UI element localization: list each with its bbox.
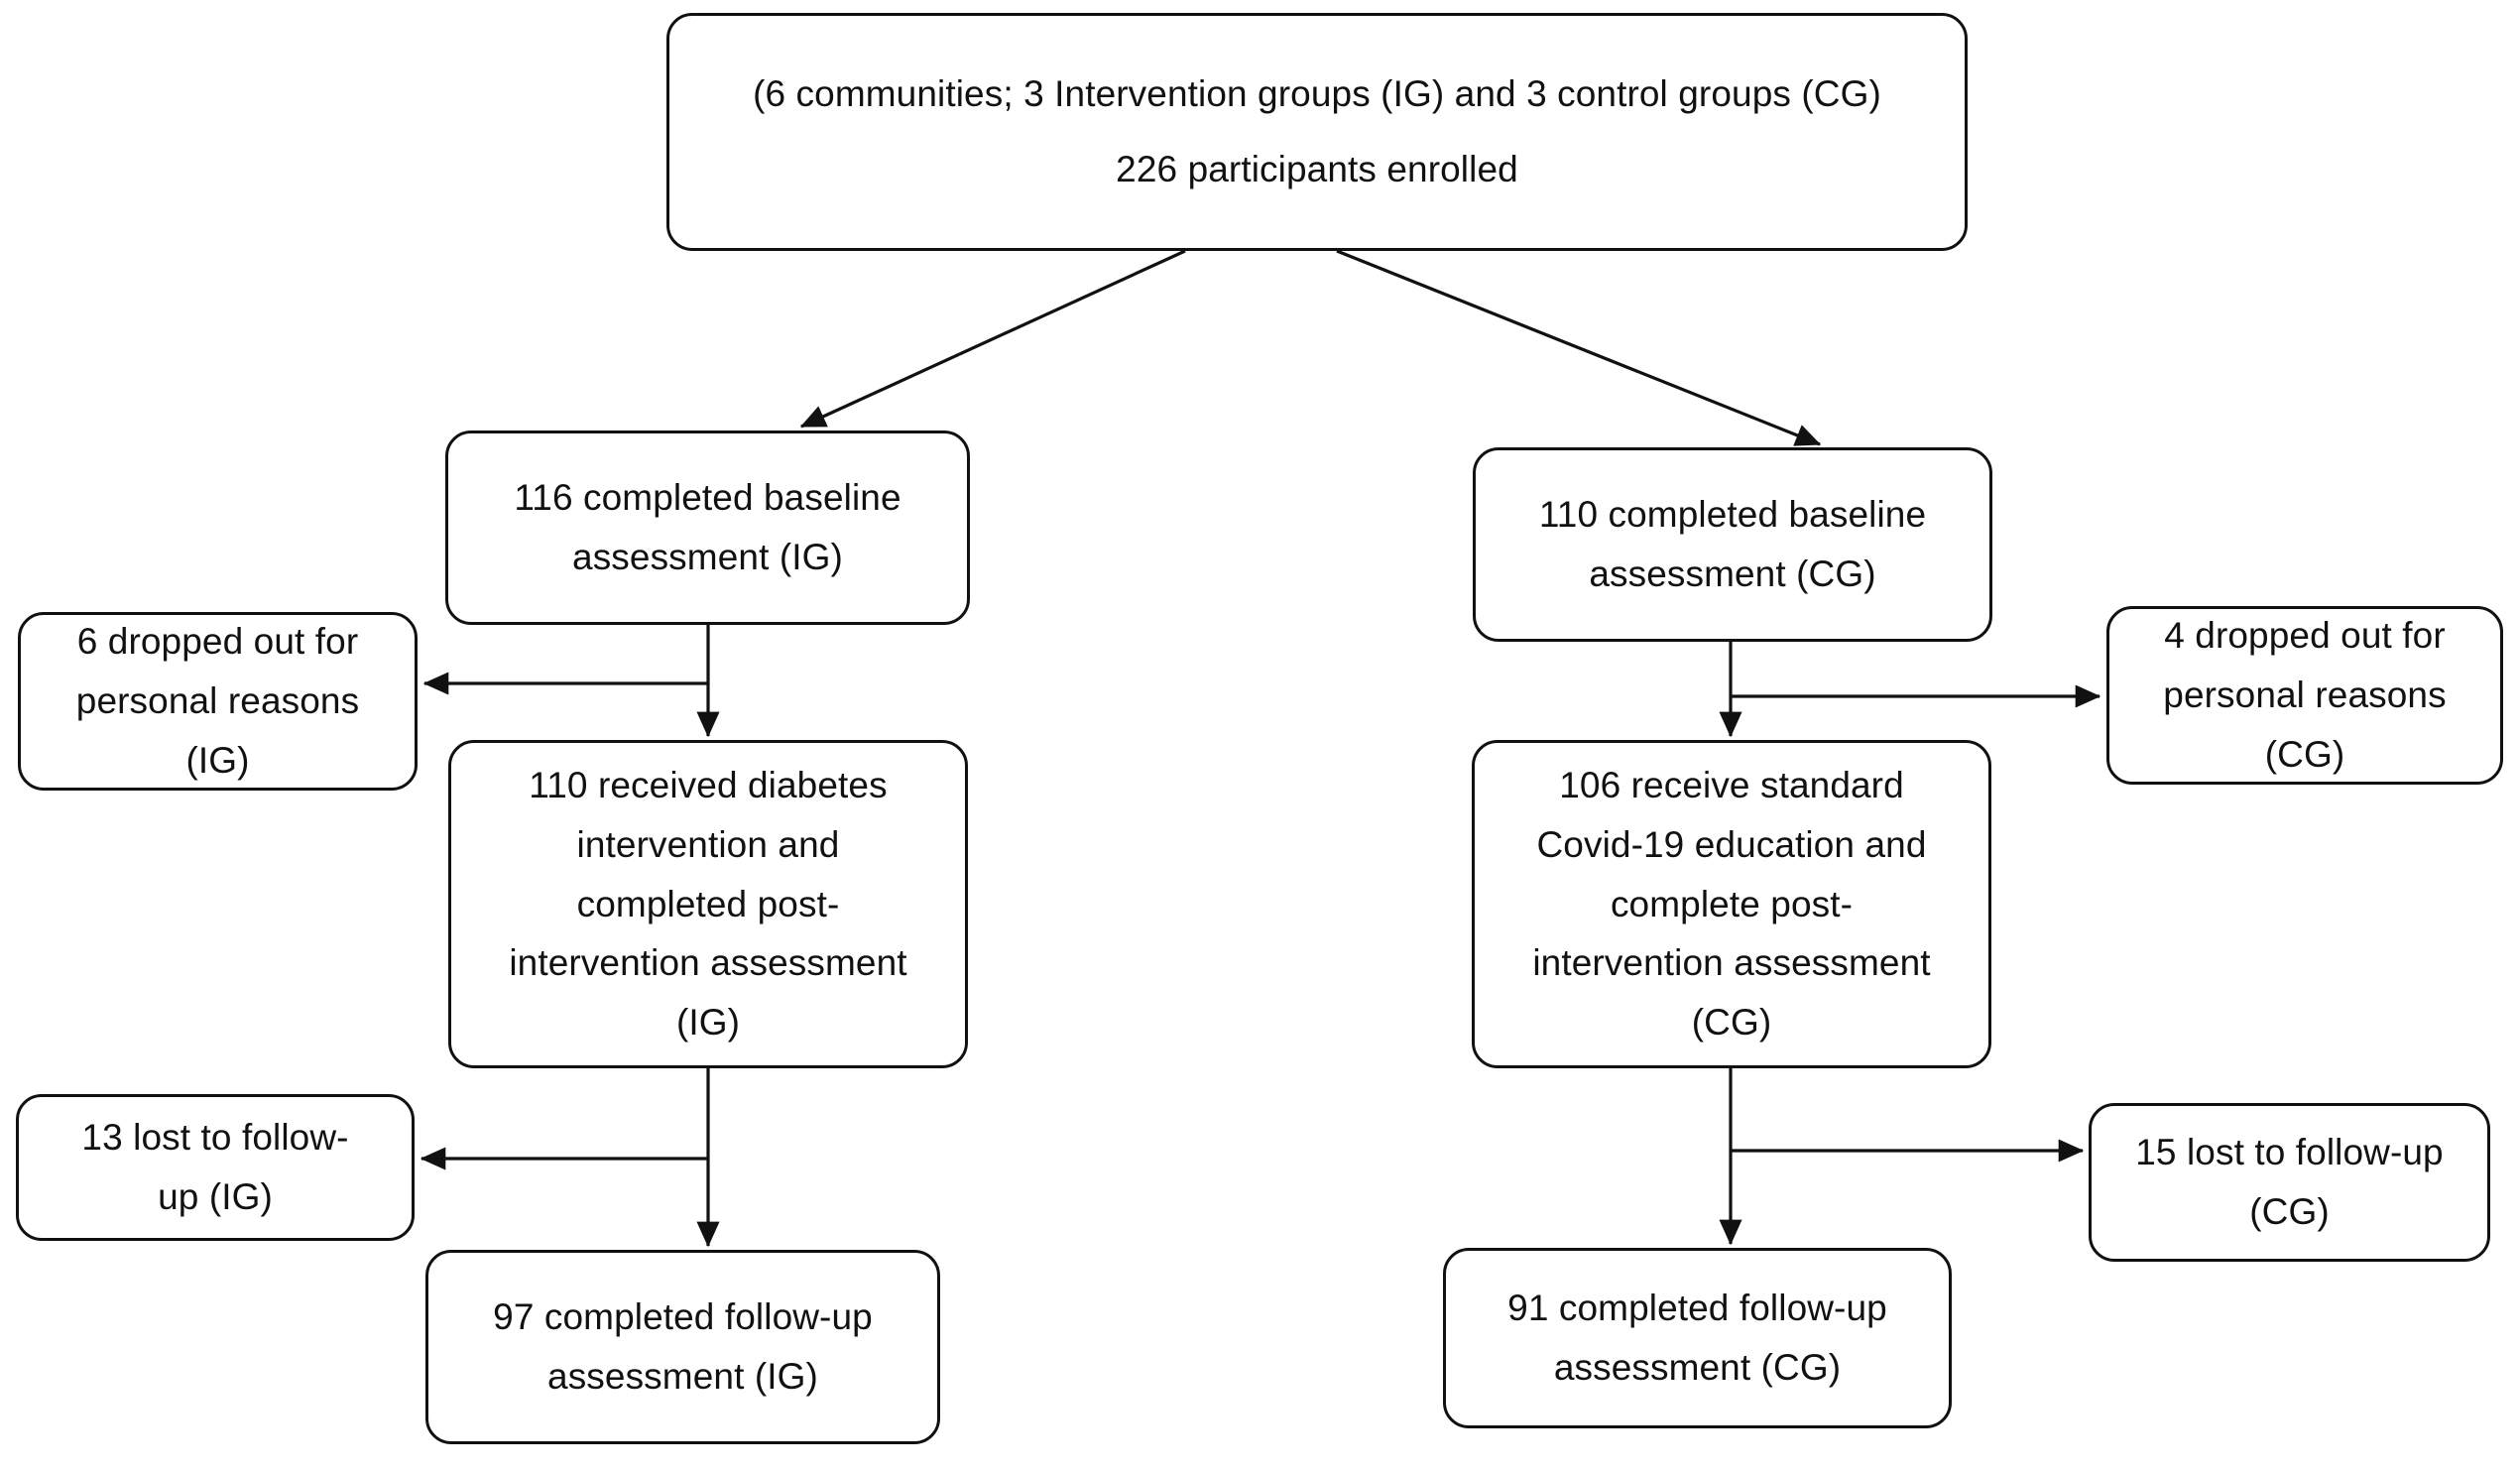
edge-enrollment-to-baseline-cg [1336, 249, 1822, 446]
node-dropped-out-ig: 6 dropped out for personal reasons (IG) [18, 612, 418, 791]
node-lost-to-followup-ig: 13 lost to follow- up (IG) [16, 1094, 415, 1241]
node-followup-assessment-ig: 97 completed follow-up assessment (IG) [425, 1250, 940, 1444]
node-followup-assessment-cg: 91 completed follow-up assessment (CG) [1443, 1248, 1952, 1428]
node-baseline-assessment-ig: 116 completed baseline assessment (IG) [445, 430, 970, 625]
edge-enrollment-to-baseline-ig [799, 249, 1186, 429]
node-baseline-assessment-cg: 110 completed baseline assessment (CG) [1473, 447, 1992, 642]
node-lost-to-followup-cg: 15 lost to follow-up (CG) [2089, 1103, 2490, 1262]
node-intervention-ig: 110 received diabetes intervention and c… [448, 740, 968, 1068]
node-intervention-cg: 106 receive standard Covid-19 education … [1472, 740, 1991, 1068]
node-dropped-out-cg: 4 dropped out for personal reasons (CG) [2106, 606, 2503, 785]
node-enrollment: (6 communities; 3 Intervention groups (I… [666, 13, 1968, 251]
